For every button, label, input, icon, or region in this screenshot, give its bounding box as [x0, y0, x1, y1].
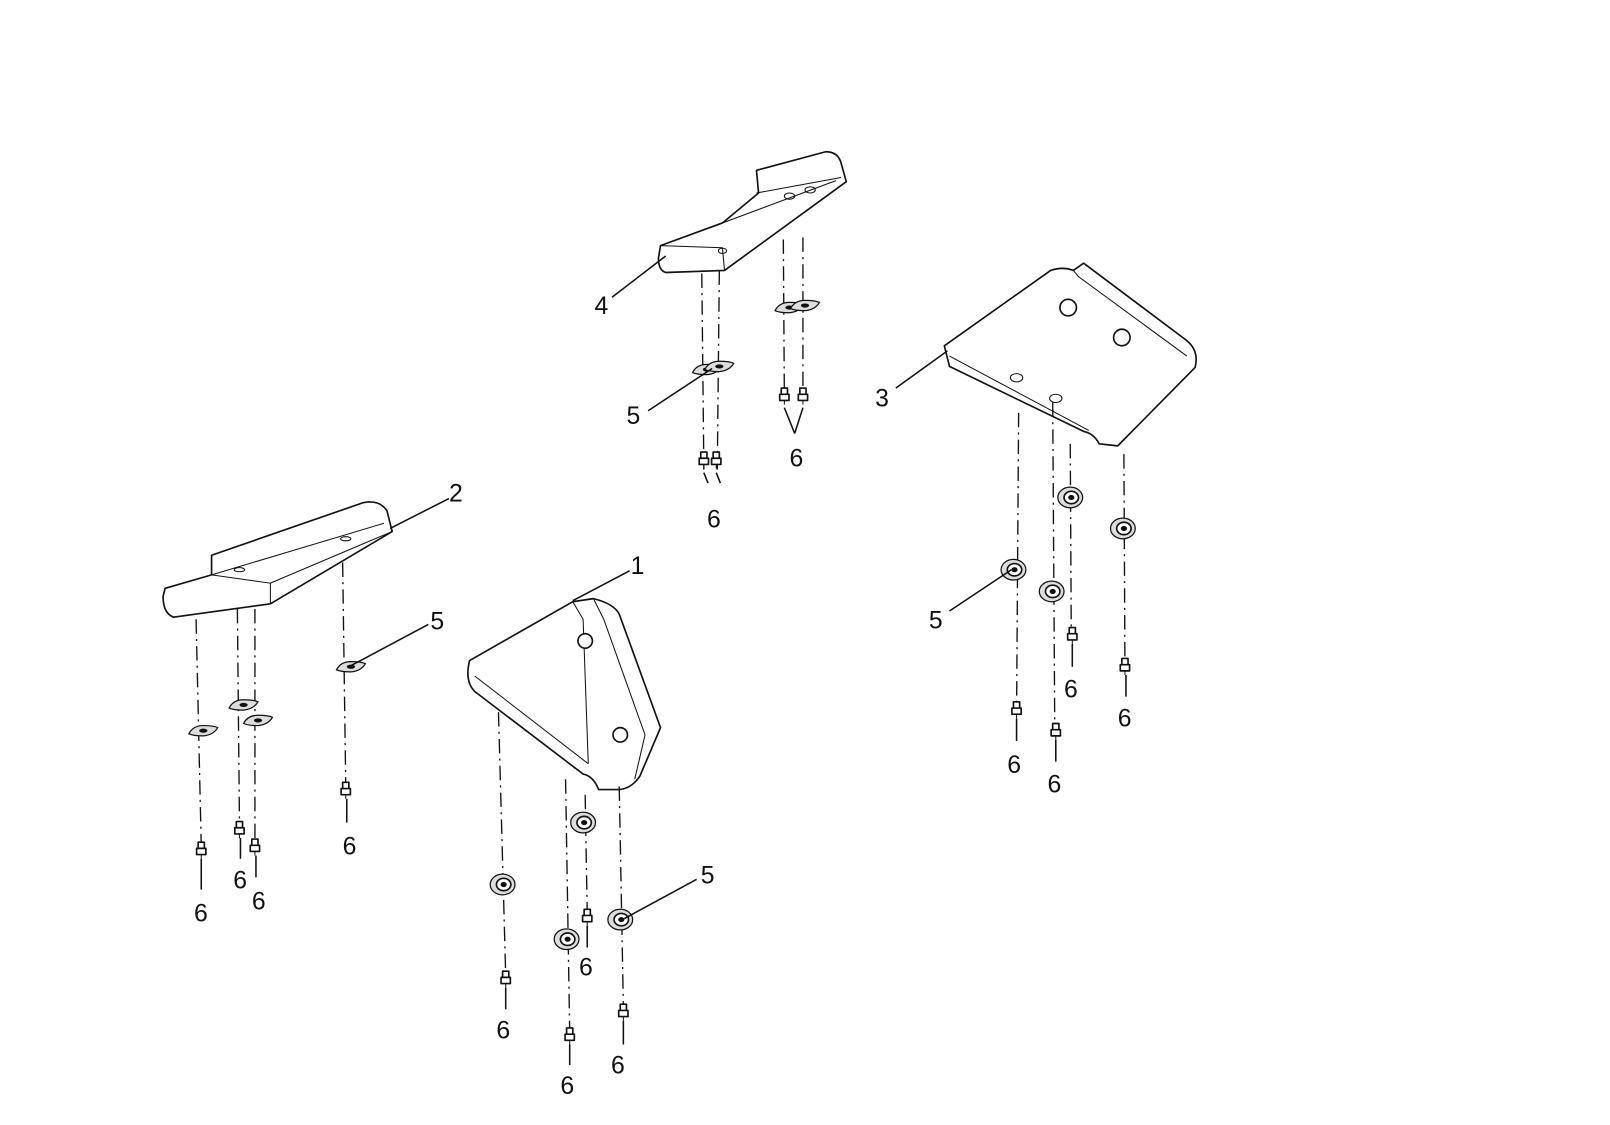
callout-screw-6: 6 [790, 446, 804, 473]
callout-washer-5: 5 [430, 609, 444, 636]
leader-lines [350, 255, 1012, 920]
callout-screw-6: 6 [1007, 752, 1021, 779]
callout-screw-6: 6 [1118, 706, 1132, 733]
callout-part-4: 4 [594, 293, 608, 320]
callout-screw-6: 6 [560, 1073, 574, 1100]
callout-screw-6: 6 [496, 1017, 510, 1044]
callout-screw-6: 6 [194, 901, 208, 928]
callout-screw-6: 6 [707, 506, 721, 533]
part-1-bracket [467, 597, 662, 791]
callout-screw-6: 6 [1048, 772, 1062, 799]
part-4-fasteners [691, 237, 821, 470]
callout-part-1: 1 [631, 553, 645, 580]
part-1-fasteners [489, 712, 634, 1066]
callout-screw-6: 6 [252, 888, 266, 915]
callout-washer-5: 5 [701, 862, 715, 889]
callout-part-2: 2 [449, 481, 463, 508]
callout-washer-5: 5 [626, 403, 640, 430]
callout-washer-5: 5 [929, 608, 943, 635]
part-3-bracket [943, 262, 1197, 447]
callout-part-3: 3 [875, 386, 889, 413]
callout-screw-6: 6 [611, 1052, 625, 1079]
callout-labels: 1 2 3 4 5 5 5 5 6 6 6 6 6 6 6 6 6 6 6 6 … [194, 293, 1131, 1100]
part-3-fasteners [1000, 402, 1137, 762]
callout-screw-6: 6 [233, 868, 247, 895]
part-4-bracket [657, 150, 848, 274]
part-2-fasteners [188, 562, 366, 890]
callout-screw-6: 6 [1064, 677, 1078, 704]
part-2-bracket [162, 501, 394, 619]
callout-screw-6: 6 [343, 834, 357, 861]
callout-screw-6: 6 [579, 954, 593, 981]
